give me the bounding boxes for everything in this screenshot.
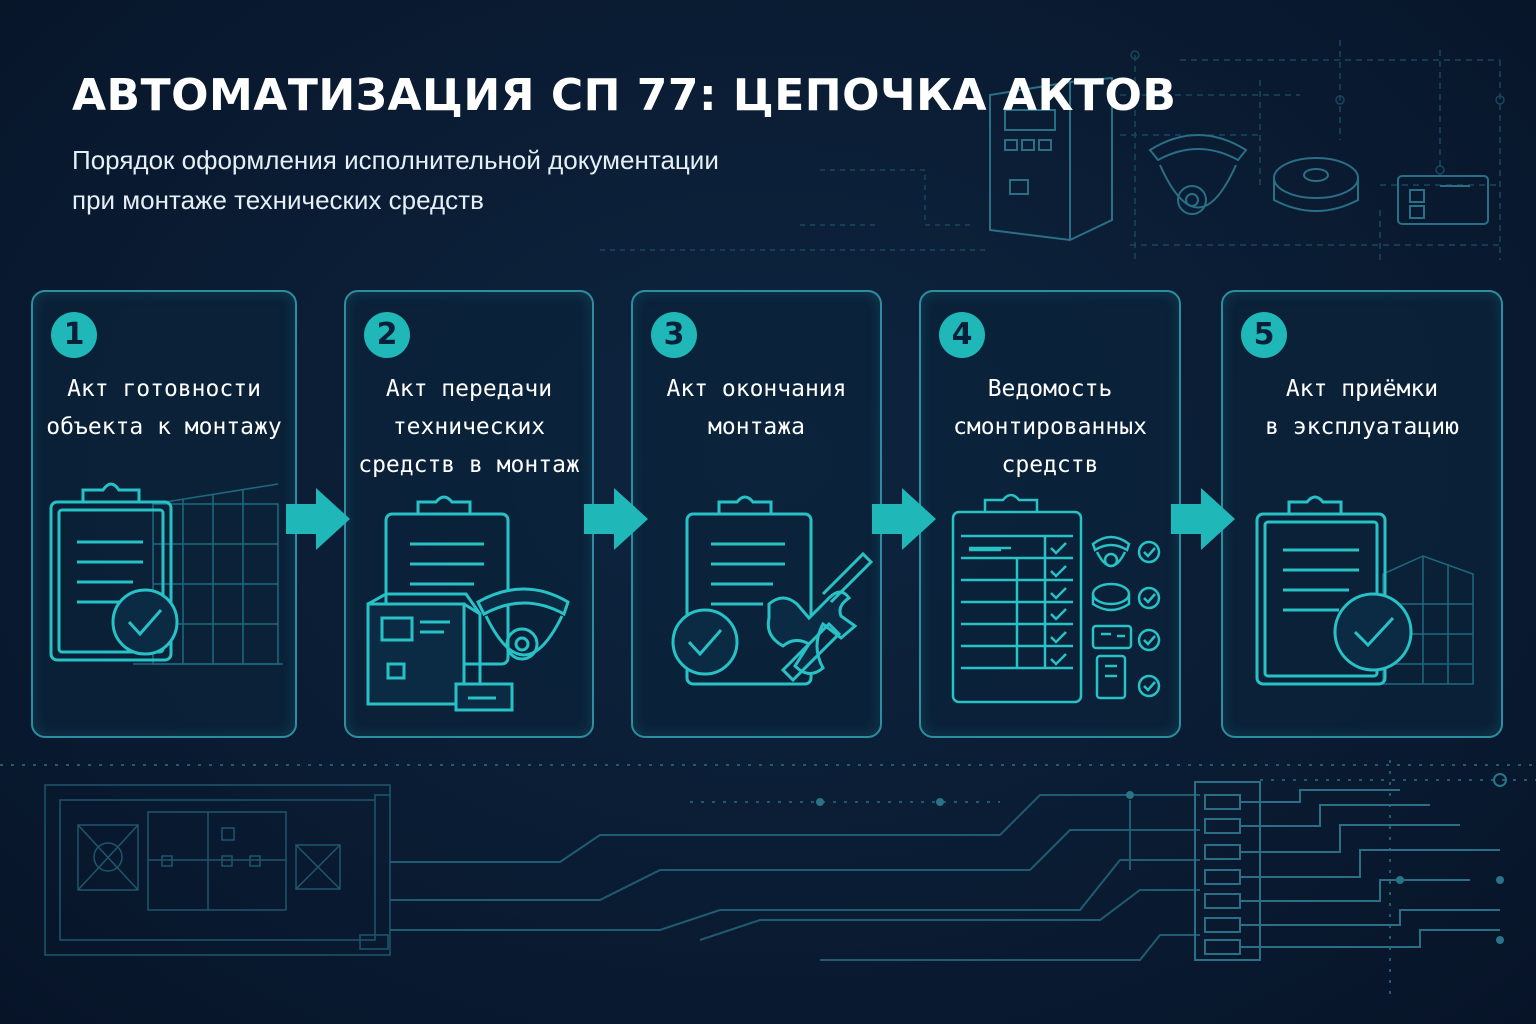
arrow-right-icon <box>584 488 648 550</box>
step-card-2: 2 Акт передачи технических средств в мон… <box>344 290 594 738</box>
arrow-right-icon <box>1171 488 1235 550</box>
step-number-badge: 2 <box>364 312 410 358</box>
step-number-badge: 5 <box>1241 312 1287 358</box>
subtitle-line: Порядок оформления исполнительной докуме… <box>72 145 719 175</box>
step-card-4: 4 Ведомость смонтированных средств <box>919 290 1181 738</box>
step-title: Акт готовности объекта к монтажу <box>41 370 287 446</box>
step-number-badge: 1 <box>51 312 97 358</box>
page-subtitle: Порядок оформления исполнительной докуме… <box>72 140 832 220</box>
step-title-line: Ведомость <box>987 376 1113 402</box>
step-title-line: смонтированных <box>953 414 1147 440</box>
step-title-line: объекта к монтажу <box>46 414 282 440</box>
arrow-right-icon <box>286 488 350 550</box>
step-number-badge: 3 <box>651 312 697 358</box>
page-title: АВТОМАТИЗАЦИЯ СП 77: ЦЕПОЧКА АКТОВ <box>72 70 1177 121</box>
step-title-line: средств <box>1001 452 1099 478</box>
step-title-line: в эксплуатацию <box>1265 414 1459 440</box>
step-title-line: средств в монтаж <box>358 452 580 478</box>
clipboard-tools-check-icon <box>671 495 874 686</box>
step-title-line: Акт окончания <box>666 376 847 402</box>
step-title: Акт приёмки в эксплуатацию <box>1231 370 1493 446</box>
subtitle-line: при монтаже технических средств <box>72 185 484 215</box>
step-title-line: технических <box>392 414 546 440</box>
step-title-line: Акт приёмки <box>1285 376 1439 402</box>
step-title: Акт передачи технических средств в монта… <box>354 370 584 484</box>
checklist-devices-icon <box>951 494 1161 704</box>
step-title: Акт окончания монтажа <box>641 370 872 446</box>
step-card-3: 3 Акт окончания монтажа <box>631 290 882 738</box>
clipboard-building-check-icon <box>1255 495 1474 686</box>
step-title-line: монтажа <box>708 414 805 440</box>
step-title-line: Акт передачи <box>385 376 553 402</box>
step-title-line: Акт готовности <box>67 376 261 402</box>
arrow-right-icon <box>872 488 936 550</box>
clipboard-building-check-icon <box>49 482 283 665</box>
clipboard-equipment-icon <box>366 495 570 712</box>
step-card-1: 1 Акт готовности объекта к монтажу <box>31 290 297 738</box>
step-title: Ведомость смонтированных средств <box>929 370 1171 484</box>
step-card-5: 5 Акт приёмки в эксплуатацию <box>1221 290 1503 738</box>
step-number-badge: 4 <box>939 312 985 358</box>
